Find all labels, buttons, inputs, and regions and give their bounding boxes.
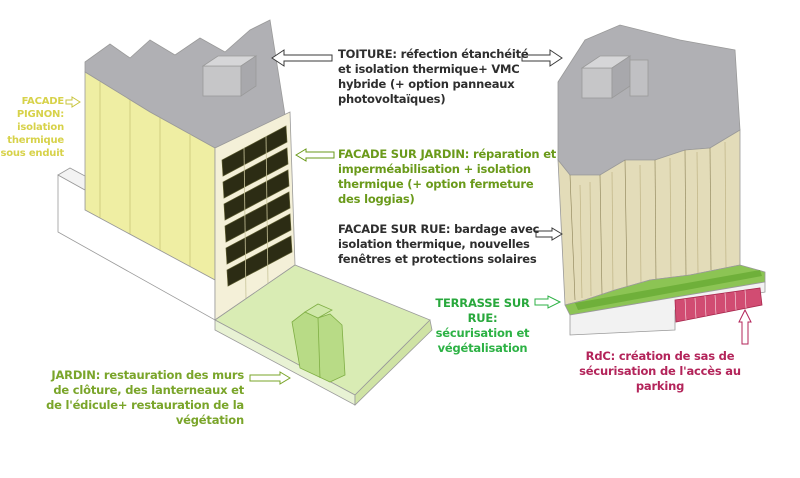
label-facade-pignon-text: isolation thermique sous enduit <box>0 122 64 159</box>
label-facade-jardin-text: réparation et imperméabilisation + isola… <box>338 147 557 206</box>
label-rdc: RdC: création de sas de sécurisation de … <box>555 349 765 394</box>
right-building <box>557 24 766 336</box>
left-garden-wall-right <box>354 319 433 406</box>
label-facade-rue-title: FACADE SUR RUE: <box>338 222 451 236</box>
arrow-facade-rue-icon <box>535 227 563 241</box>
right-terrace-plants <box>575 270 762 310</box>
callout-arrows <box>65 49 752 385</box>
label-terrasse-title: TERRASSE SUR RUE: <box>435 296 530 325</box>
left-roof-skylight-side <box>240 55 257 97</box>
arrow-toiture-right-icon <box>521 49 563 67</box>
left-building <box>57 19 433 406</box>
label-facade-jardin: FACADE SUR JARDIN: réparation et impermé… <box>338 147 558 207</box>
arrow-jardin-icon <box>249 371 291 385</box>
label-toiture: TOITURE: réfection étanchéité et isolati… <box>338 47 538 107</box>
label-toiture-text: réfection étanchéité et isolation thermi… <box>338 47 529 106</box>
label-rdc-text: création de sas de sécurisation de l'acc… <box>579 349 741 393</box>
right-facade-bays <box>569 141 727 301</box>
label-jardin: JARDIN: restauration des murs de clôture… <box>44 368 244 428</box>
label-facade-rue: FACADE SUR RUE: bardage avec isolation t… <box>338 222 558 267</box>
label-facade-rue-text: bardage avec isolation thermique, nouvel… <box>338 222 540 266</box>
left-roof-skylight <box>202 65 242 97</box>
label-facade-pignon-title: FACADE PIGNON: <box>16 96 64 120</box>
label-toiture-title: TOITURE: <box>338 47 397 61</box>
left-annex-top <box>57 167 86 191</box>
label-terrasse-text: sécurisation et végétalisation <box>435 326 530 355</box>
label-terrasse: TERRASSE SUR RUE: sécurisation et végéta… <box>430 296 535 356</box>
arrow-terrasse-icon <box>534 295 562 309</box>
label-jardin-title: JARDIN: <box>51 368 101 382</box>
arrow-facade-jardin-icon <box>295 148 335 162</box>
arrow-rdc-icon <box>738 308 752 345</box>
arrow-toiture-left-icon <box>271 49 333 67</box>
label-rdc-title: RdC: <box>585 349 616 363</box>
arrow-pignon-icon <box>65 96 81 108</box>
label-jardin-text: restauration des murs de clôture, des la… <box>46 368 244 427</box>
right-parking-access <box>674 287 763 323</box>
left-garden-loggias <box>221 125 293 287</box>
label-facade-pignon: FACADE PIGNON: isolation thermique sous … <box>0 95 64 160</box>
label-facade-jardin-title: FACADE SUR JARDIN: <box>338 147 470 161</box>
